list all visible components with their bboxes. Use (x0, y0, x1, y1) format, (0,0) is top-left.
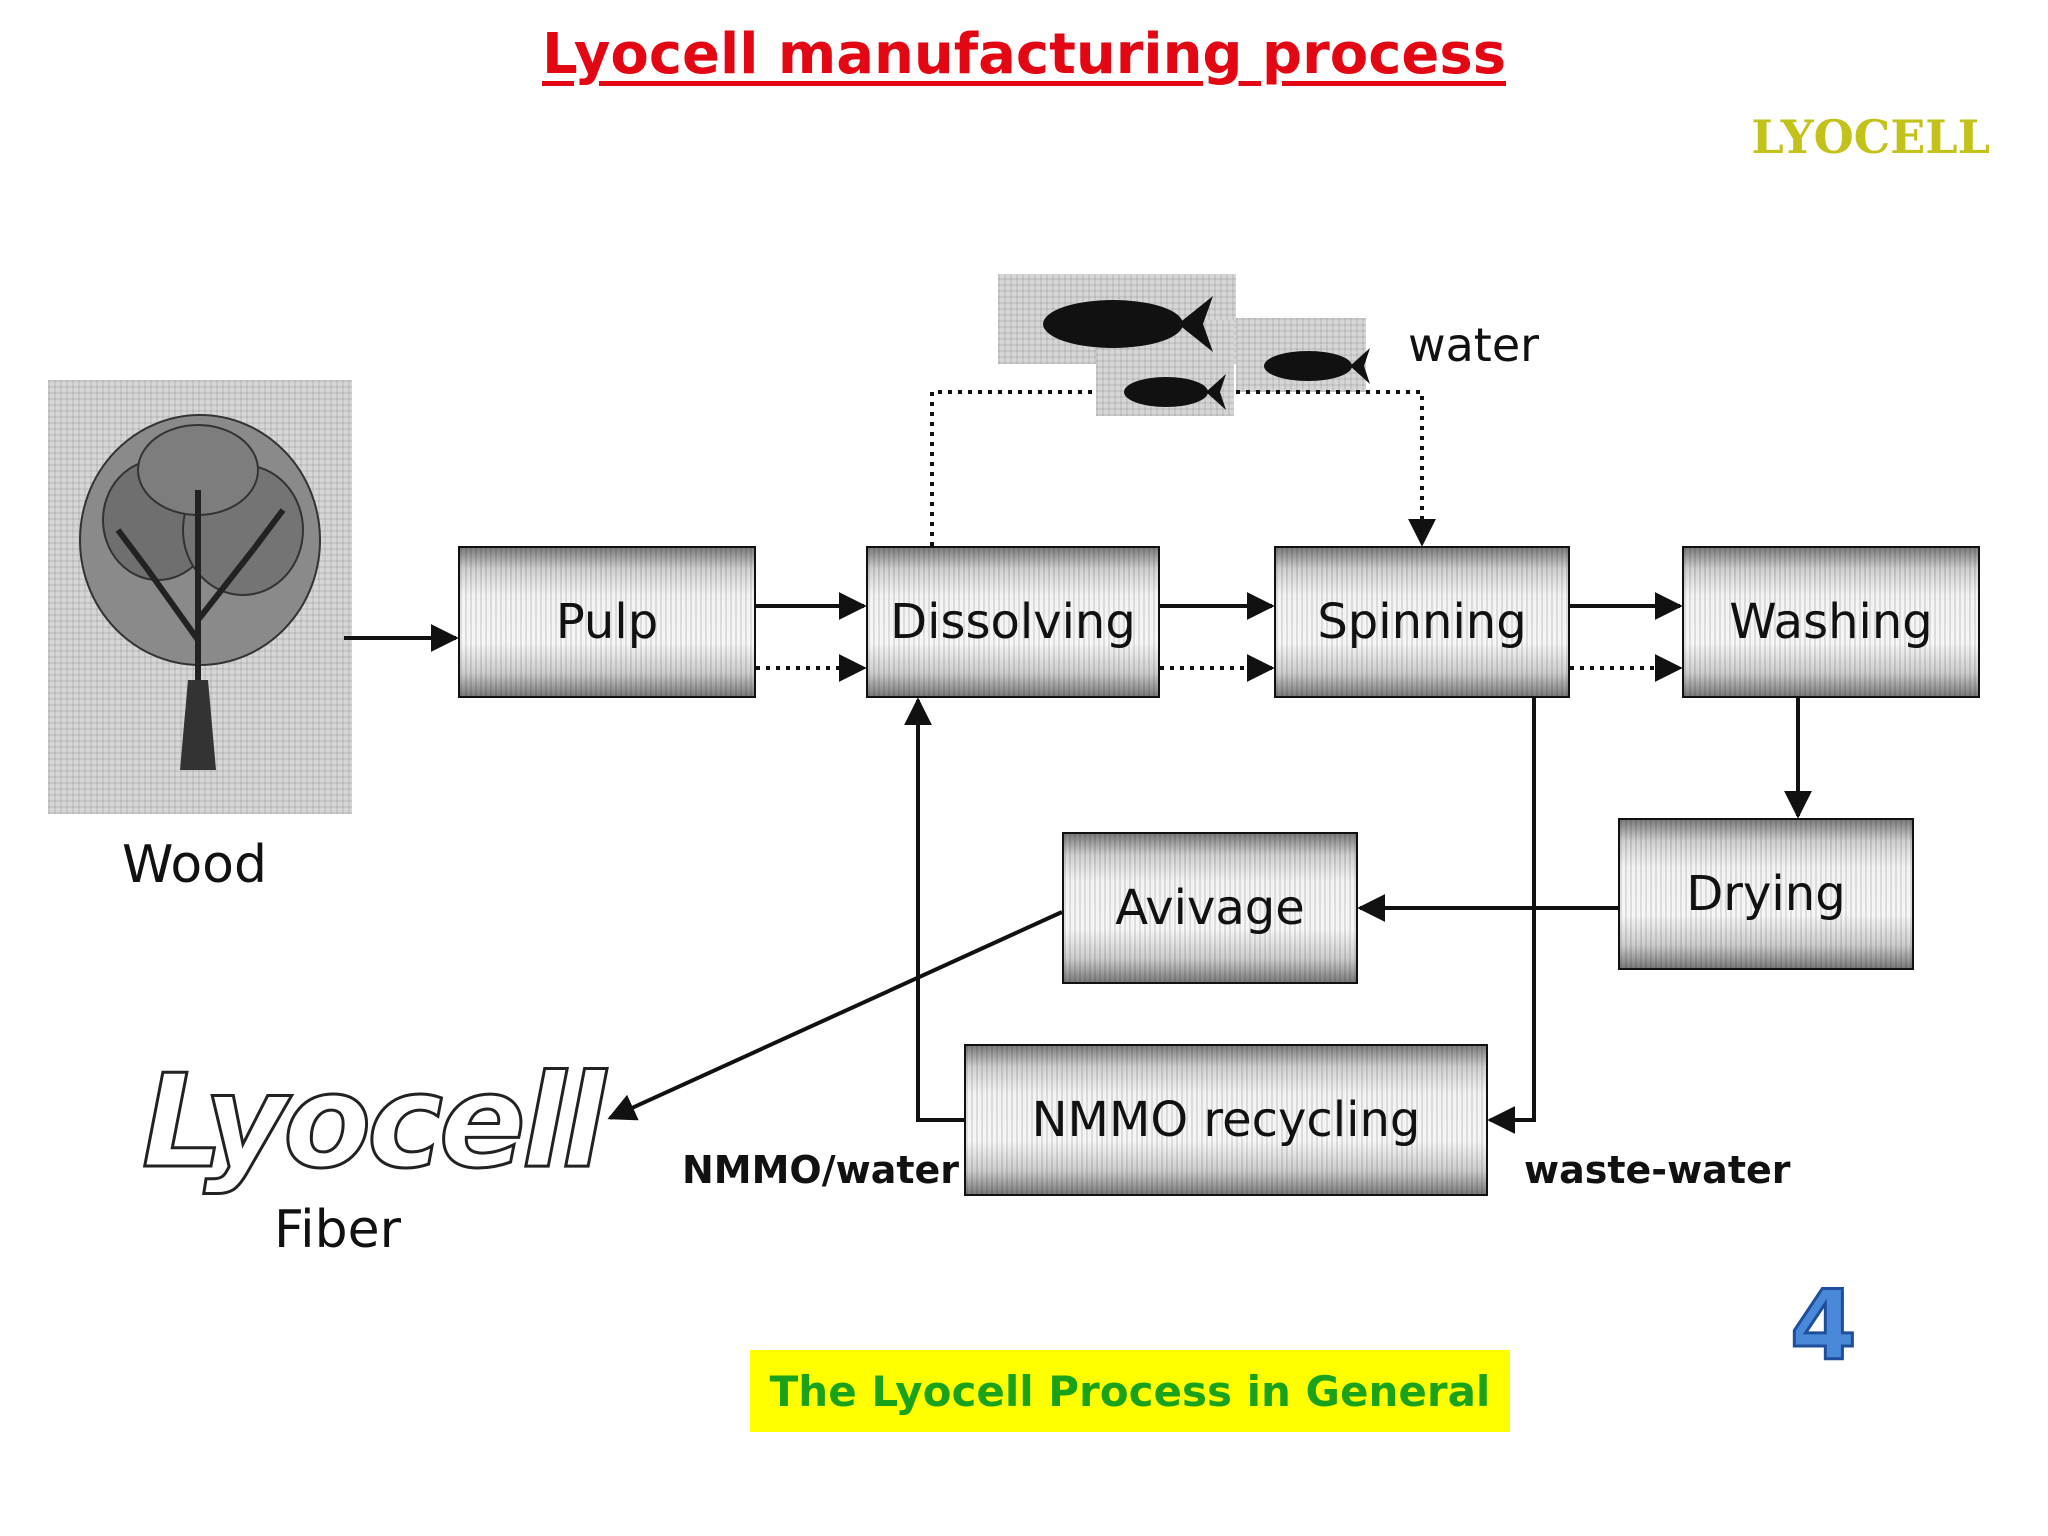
nmmo-water-label: NMMO/water (682, 1148, 960, 1192)
washing-step: Washing (1682, 546, 1980, 698)
fiber-label: Fiber (274, 1200, 401, 1260)
water-label: water (1408, 318, 1540, 372)
page-title: Lyocell manufacturing process (541, 22, 1507, 87)
arrow-avivage-fiber (607, 910, 1063, 1121)
arrow-recycling-dissolving (904, 697, 964, 1122)
page-number: 4 (1789, 1269, 1859, 1384)
drying-step: Drying (1618, 818, 1914, 970)
tree-icon (79, 414, 321, 770)
wood-tree-image (48, 380, 352, 814)
nmmo-recycling-step: NMMO recycling (964, 1044, 1488, 1196)
brand-logo-text: LYOCELL (1751, 110, 1990, 164)
waste-water-label: waste-water (1524, 1148, 1791, 1192)
spinning-step: Spinning (1274, 546, 1570, 698)
fish-icon (1043, 296, 1370, 410)
water-loop-left (930, 390, 1094, 546)
lyocell-fiber-logo: Lyocell (141, 1047, 608, 1199)
arrow-spinning-recycling (1487, 698, 1536, 1134)
avivage-step: Avivage (1062, 832, 1358, 984)
water-loop-right (1236, 390, 1436, 547)
dissolving-step: Dissolving (866, 546, 1160, 698)
pulp-step: Pulp (458, 546, 756, 698)
wood-label: Wood (122, 835, 268, 895)
caption-banner: The Lyocell Process in General (750, 1350, 1510, 1432)
